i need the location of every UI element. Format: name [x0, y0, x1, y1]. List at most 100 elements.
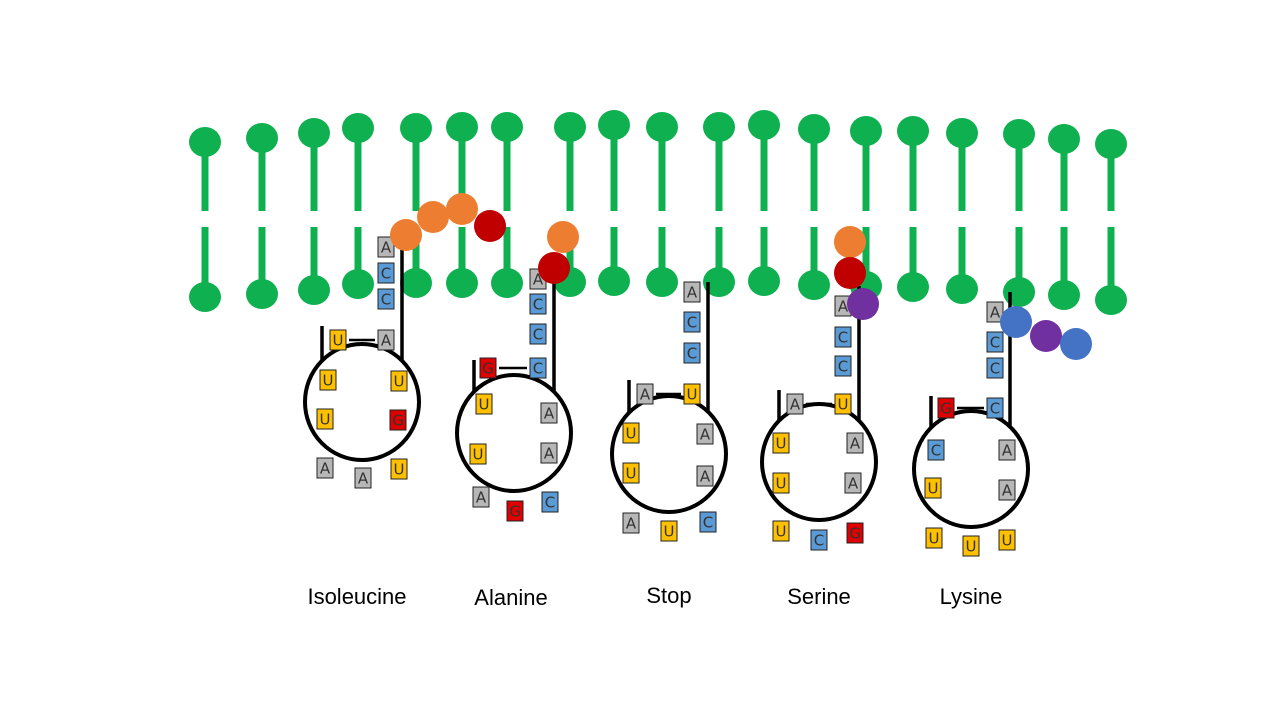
nucleotide-letter: A [533, 271, 544, 289]
nucleotide-acceptor: C [529, 323, 547, 345]
nucleotide-letter: A [687, 284, 698, 302]
lipid [246, 123, 278, 309]
nucleotide-letter: U [323, 372, 334, 390]
nucleotide-box [683, 311, 701, 333]
nucleotide-acceptor: C [986, 331, 1004, 353]
nucleotide-anticodon: A [622, 512, 640, 534]
nucleotide-letter: U [473, 446, 484, 464]
amino-acid-bead-purple [1030, 320, 1062, 352]
nucleotide-pair: A [636, 383, 654, 405]
nucleotide-box [529, 293, 547, 315]
nucleotide-box [683, 383, 701, 405]
nucleotide-box [924, 477, 942, 499]
nucleotide-box [541, 491, 559, 513]
nucleotide-letter: U [929, 530, 940, 548]
nucleotide-letter: A [1002, 442, 1013, 460]
nucleotide-box [622, 422, 640, 444]
nucleotide-box [699, 511, 717, 533]
nucleotide-loop: U [622, 422, 640, 444]
nucleotide-box [834, 326, 852, 348]
lipid-head-top [189, 127, 221, 157]
nucleotide-box [925, 527, 943, 549]
nucleotide-letter: C [533, 326, 543, 344]
lipid [189, 127, 221, 312]
nucleotide-box [772, 520, 790, 542]
nucleotide-box [844, 472, 862, 494]
trna-label-isoleucine: Isoleucine [307, 584, 406, 609]
nucleotide-pair: G [479, 357, 497, 379]
nucleotide-box [540, 402, 558, 424]
nucleotide-box [660, 520, 678, 542]
amino-acid-bead-purple [847, 288, 879, 320]
nucleotide-letter: U [626, 425, 637, 443]
amino-acid-bead-red [474, 210, 506, 242]
nucleotide-letter: U [394, 373, 405, 391]
nucleotide-box [846, 432, 864, 454]
nucleotide-letter: G [509, 503, 521, 521]
nucleotide-letter: A [790, 396, 801, 414]
lipid-head-bottom [491, 268, 523, 298]
nucleotide-box [998, 479, 1016, 501]
nucleotide-box [390, 370, 408, 392]
nucleotide-letter: C [381, 291, 391, 309]
nucleotide-acceptor: C [683, 342, 701, 364]
lipid-head-top [1003, 119, 1035, 149]
nucleotide-pair: A [377, 329, 395, 351]
nucleotide-letter: C [533, 296, 543, 314]
nucleotide-letter: C [814, 532, 824, 550]
nucleotide-letter: A [358, 470, 369, 488]
nucleotide-acceptor: C [683, 311, 701, 333]
nucleotide-box [834, 393, 852, 415]
nucleotide-box [998, 529, 1016, 551]
lipid [1048, 124, 1080, 310]
lipid [798, 114, 830, 300]
nucleotide-letter: C [533, 360, 543, 378]
lipid-head-top [554, 112, 586, 142]
nucleotide-pair: G [937, 397, 955, 419]
nucleotide-letter: C [990, 334, 1000, 352]
nucleotide-acceptor: C [834, 326, 852, 348]
nucleotide-box [622, 512, 640, 534]
lipid-head-top [1095, 129, 1127, 159]
trna-loop [455, 373, 573, 493]
nucleotide-letter: U [394, 461, 405, 479]
nucleotide-box [962, 535, 980, 557]
nucleotide-box [540, 442, 558, 464]
nucleotide-letter: C [703, 514, 713, 532]
lipid-bilayer [189, 110, 1127, 315]
lipid [491, 112, 523, 298]
nucleotide-letter: A [990, 304, 1001, 322]
nucleotide-box [316, 457, 334, 479]
nucleotide-box [937, 397, 955, 419]
nucleotide-letter: U [928, 480, 939, 498]
nucleotide-letter: A [381, 239, 392, 257]
amino-acid-bead-orange [417, 201, 449, 233]
trna-alanine: ACCCGCUUAAAGC [455, 221, 579, 522]
nucleotide-box [377, 288, 395, 310]
lipid-head-top [897, 116, 929, 146]
nucleotide-box [810, 529, 828, 551]
nucleotide-box [696, 465, 714, 487]
nucleotide-loop: A [998, 479, 1016, 501]
nucleotide-anticodon: A [316, 457, 334, 479]
lipid-head-top [748, 110, 780, 140]
trna-label-lysine: Lysine [940, 584, 1003, 609]
nucleotide-loop: A [696, 465, 714, 487]
nucleotide-letter: A [1002, 482, 1013, 500]
nucleotide-box [506, 500, 524, 522]
nucleotide-letter: U [966, 538, 977, 556]
nucleotide-loop: G [389, 409, 407, 431]
nucleotide-box [834, 355, 852, 377]
nucleotide-box [377, 329, 395, 351]
nucleotide-letter: U [838, 396, 849, 414]
nucleotide-letter: U [776, 435, 787, 453]
lipid-head-top [850, 116, 882, 146]
lipid-head-bottom [446, 268, 478, 298]
nucleotide-box [998, 439, 1016, 461]
nucleotide-anticodon: A [354, 467, 372, 489]
nucleotide-box [319, 369, 337, 391]
lipid-head-bottom [1095, 285, 1127, 315]
